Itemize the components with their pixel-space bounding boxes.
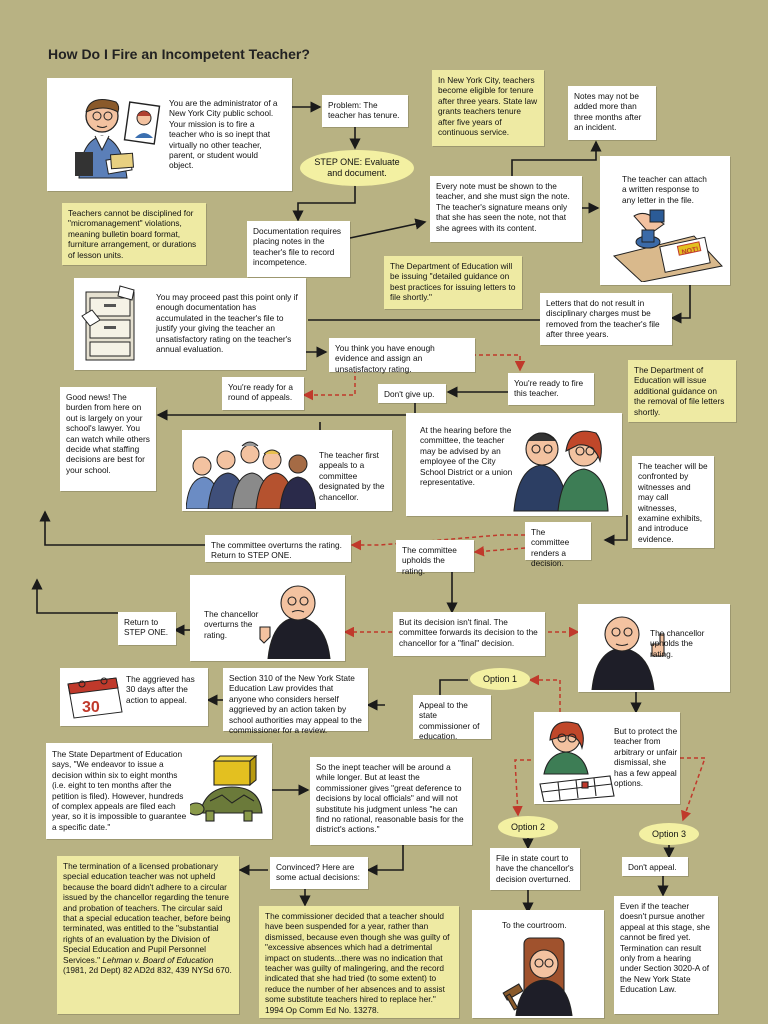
dash-decision-upholds	[473, 546, 526, 557]
judge-gavel-illustration	[502, 937, 573, 1016]
signing-hand-stamp-illustration: NOT!	[612, 209, 723, 282]
chancellor-overturns-box: The chancellor overturns the rating.	[190, 575, 345, 661]
probationary-cite-rest: (1981, 2d Dept) 82 AD2d 832, 439 NYSd 67…	[63, 965, 232, 976]
line-inept-convinced	[366, 845, 404, 876]
every-note-box: Every note must be shown to the teacher,…	[430, 176, 582, 242]
committee-upholds-box: The committee upholds the rating.	[396, 540, 474, 576]
enough-evidence-box: You think you have enough evidence and a…	[329, 338, 475, 374]
letters-removed-box: Letters that do not result in disciplina…	[540, 293, 672, 345]
line-return-left	[31, 578, 118, 614]
doe-guidance-note-1: The Department of Education will be issu…	[384, 256, 522, 309]
state-dept-text: The State Department of Education says, …	[52, 749, 187, 832]
option-1-oval: Option 1	[470, 668, 530, 690]
return-step-one-box: Return to STEP ONE.	[118, 612, 176, 645]
notes-limit-box: Notes may not be added more than three m…	[568, 86, 656, 140]
step-one-label: STEP ONE: Evaluate and document.	[314, 157, 400, 178]
hearing-text: At the hearing before the committee, the…	[420, 425, 513, 488]
dont-give-up-box: Don't give up.	[378, 384, 446, 403]
may-proceed-box: You may proceed past this point only if …	[74, 278, 306, 370]
section-310-box: Section 310 of the New York State Educat…	[223, 668, 368, 735]
crowd-group-illustration	[186, 441, 316, 509]
intro-text: You are the administrator of a New York …	[169, 98, 278, 171]
ready-to-fire-box: You're ready to fire this teacher.	[508, 373, 594, 405]
inept-around-box: So the inept teacher will be around a wh…	[310, 757, 472, 845]
confronted-box: The teacher will be confronted by witnes…	[632, 456, 714, 548]
chancellor-upholds-box: The chancellor upholds the rating.	[578, 604, 730, 692]
line-overturns-left	[39, 510, 205, 546]
written-response-box: The teacher can attach a written respons…	[600, 156, 730, 285]
line-hearing-committee	[603, 515, 628, 546]
chancellor-thumbs-up-illustration	[591, 616, 665, 690]
aggrieved-text: The aggrieved has 30 days after the acti…	[126, 674, 195, 705]
state-dept-box: The State Department of Education says, …	[46, 743, 272, 839]
doe-guidance-note-2: The Department of Education will issue a…	[628, 360, 736, 422]
first-appeals-box: The teacher first appeals to a committee…	[182, 430, 392, 511]
aggrieved-box: 30 The aggrieved has 30 days after the a…	[60, 668, 208, 726]
courtroom-box: To the courtroom.	[472, 910, 604, 1018]
protect-teacher-box: But to protect the teacher from arbitrar…	[534, 712, 680, 804]
probationary-note: The termination of a licensed probationa…	[57, 856, 239, 1014]
dash-evidence-round	[302, 362, 356, 401]
may-proceed-text: You may proceed past this point only if …	[156, 292, 298, 355]
written-response-text: The teacher can attach a written respons…	[622, 174, 707, 205]
option-3-oval: Option 3	[639, 823, 699, 845]
hearing-pair-illustration	[513, 430, 609, 512]
hearing-box: At the hearing before the committee, the…	[406, 413, 622, 516]
to-courtroom-text: To the courtroom.	[502, 920, 567, 930]
line-attach-letters	[670, 285, 691, 324]
line-every-notes	[511, 140, 602, 176]
option-2-label: Option 2	[510, 821, 546, 832]
chancellor-thumbs-down-illustration	[259, 585, 331, 659]
chancellor-overturns-text: The chancellor overturns the rating.	[204, 609, 259, 640]
micromanagement-note: Teachers cannot be disciplined for "micr…	[62, 203, 206, 265]
committee-decision-box: The committee renders a decision.	[525, 522, 591, 568]
administrator-illustration	[75, 99, 161, 179]
option-3-label: Option 3	[651, 828, 687, 839]
dont-appeal-box: Don't appeal.	[622, 857, 688, 876]
page-title: How Do I Fire an Incompetent Teacher?	[48, 46, 310, 62]
dash-woman-opt3	[680, 757, 707, 822]
probationary-cite-case: Lehman v. Board of Education	[102, 954, 214, 965]
even-if-box: Even if the teacher doesn't pursue anoth…	[614, 896, 718, 1014]
protect-teacher-text: But to protect the teacher from arbitrar…	[614, 726, 678, 789]
not-final-box: But its decision isn't final. The commit…	[393, 612, 545, 656]
calendar-number: 30	[82, 699, 100, 716]
woman-with-chessboard-illustration	[539, 721, 615, 802]
option-1-label: Option 1	[482, 673, 518, 684]
round-of-appeals-box: You're ready for a round of appeals.	[222, 377, 304, 410]
chancellor-upholds-text: The chancellor upholds the rating.	[650, 628, 705, 659]
committee-overturns-box: The committee overturns the rating. Retu…	[205, 535, 351, 562]
appeal-state-box: Appeal to the state commissioner of educ…	[413, 695, 491, 741]
step-one-oval: STEP ONE: Evaluate and document.	[300, 150, 414, 186]
first-appeals-text: The teacher first appeals to a committee…	[319, 450, 385, 502]
calendar-illustration: 30	[67, 677, 123, 719]
intro-box: You are the administrator of a New York …	[47, 78, 292, 191]
probationary-text: The termination of a licensed probationa…	[63, 861, 231, 965]
convinced-box: Convinced? Here are some actual decision…	[270, 857, 368, 889]
file-state-court-box: File in state court to have the chancell…	[490, 848, 580, 890]
commissioner-decided-note: The commissioner decided that a teacher …	[259, 906, 459, 1018]
option-2-oval: Option 2	[498, 816, 558, 838]
line-step-doc	[292, 185, 356, 222]
tortoise-with-box-illustration	[190, 755, 263, 822]
tenure-note: In New York City, teachers become eligib…	[432, 70, 544, 146]
problem-box: Problem: The teacher has tenure.	[322, 95, 408, 127]
svg-text:NOT!: NOT!	[681, 246, 699, 256]
dash-woman-opt1	[528, 674, 561, 712]
file-cabinet-illustration	[81, 285, 135, 361]
line-doc-every	[349, 218, 427, 239]
documentation-box: Documentation requires placing notes in …	[247, 221, 350, 277]
good-news-box: Good news! The burden from here on out i…	[60, 387, 156, 491]
